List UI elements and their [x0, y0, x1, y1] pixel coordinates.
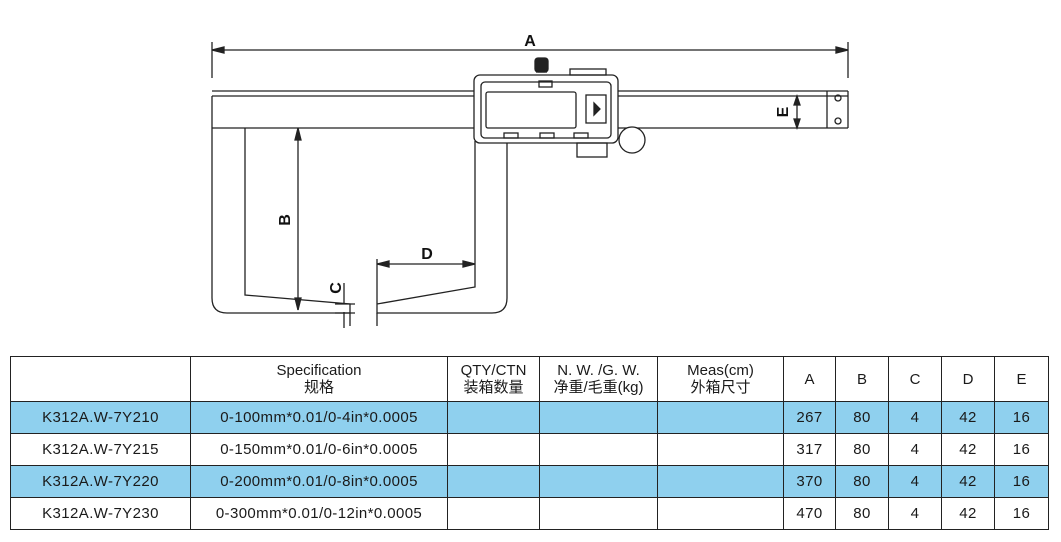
cell-b: 80 [835, 433, 889, 466]
cell-model: K312A.W-7Y230 [10, 497, 191, 530]
table-row: K312A.W-7Y220 0-200mm*0.01/0-8in*0.0005 … [10, 465, 1049, 498]
cell-c: 4 [888, 401, 942, 434]
cell-d: 42 [941, 433, 995, 466]
header-b: B [835, 356, 889, 402]
cell-e: 16 [994, 497, 1049, 530]
thumb-roller-icon [618, 126, 646, 154]
header-weight: N. W. /G. W.净重/毛重(kg) [539, 356, 658, 402]
cell-c: 4 [888, 433, 942, 466]
cell-a: 370 [783, 465, 836, 498]
caliper-drawing: A E B D C [211, 33, 849, 328]
cell-a: 317 [783, 433, 836, 466]
cell-c: 4 [888, 465, 942, 498]
cell-b: 80 [835, 401, 889, 434]
dimension-e-line [793, 93, 801, 131]
header-e: E [994, 356, 1049, 402]
cell-a: 267 [783, 401, 836, 434]
cell-d: 42 [941, 465, 995, 498]
dim-label-b: B [277, 214, 294, 226]
display-unit [473, 57, 646, 158]
cell-qty [447, 433, 540, 466]
cell-model: K312A.W-7Y220 [10, 465, 191, 498]
cell-qty [447, 497, 540, 530]
cell-e: 16 [994, 465, 1049, 498]
dimension-c-line [335, 283, 378, 328]
header-a: A [783, 356, 836, 402]
cell-model: K312A.W-7Y215 [10, 433, 191, 466]
cell-model: K312A.W-7Y210 [10, 401, 191, 434]
dim-label-e: E [775, 106, 792, 117]
cell-e: 16 [994, 433, 1049, 466]
header-d: D [941, 356, 995, 402]
cell-qty [447, 401, 540, 434]
moving-jaw [376, 141, 508, 314]
cell-weight [539, 433, 658, 466]
header-model [10, 356, 191, 402]
cell-c: 4 [888, 497, 942, 530]
dim-label-c: C [328, 282, 345, 294]
dim-label-a: A [524, 33, 536, 50]
cell-b: 80 [835, 497, 889, 530]
cell-spec: 0-300mm*0.01/0-12in*0.0005 [190, 497, 448, 530]
cell-spec: 0-150mm*0.01/0-6in*0.0005 [190, 433, 448, 466]
cell-weight [539, 497, 658, 530]
table-row: K312A.W-7Y210 0-100mm*0.01/0-4in*0.0005 … [10, 401, 1049, 434]
dim-label-d: D [421, 246, 433, 263]
dimension-a-line [211, 42, 849, 78]
cell-d: 42 [941, 401, 995, 434]
cell-spec: 0-100mm*0.01/0-4in*0.0005 [190, 401, 448, 434]
cell-meas [657, 433, 784, 466]
dimension-b-line [294, 127, 302, 311]
cell-meas [657, 497, 784, 530]
header-meas: Meas(cm)外箱尺寸 [657, 356, 784, 402]
fixed-jaw [211, 96, 351, 314]
cell-b: 80 [835, 465, 889, 498]
header-c: C [888, 356, 942, 402]
cell-spec: 0-200mm*0.01/0-8in*0.0005 [190, 465, 448, 498]
cell-e: 16 [994, 401, 1049, 434]
cell-weight [539, 465, 658, 498]
cell-meas [657, 401, 784, 434]
cell-meas [657, 465, 784, 498]
cell-qty [447, 465, 540, 498]
cell-weight [539, 401, 658, 434]
table-row: K312A.W-7Y215 0-150mm*0.01/0-6in*0.0005 … [10, 433, 1049, 466]
cell-d: 42 [941, 497, 995, 530]
cell-a: 470 [783, 497, 836, 530]
dimension-d-line [376, 260, 476, 268]
table-row: K312A.W-7Y230 0-300mm*0.01/0-12in*0.0005… [10, 497, 1049, 530]
